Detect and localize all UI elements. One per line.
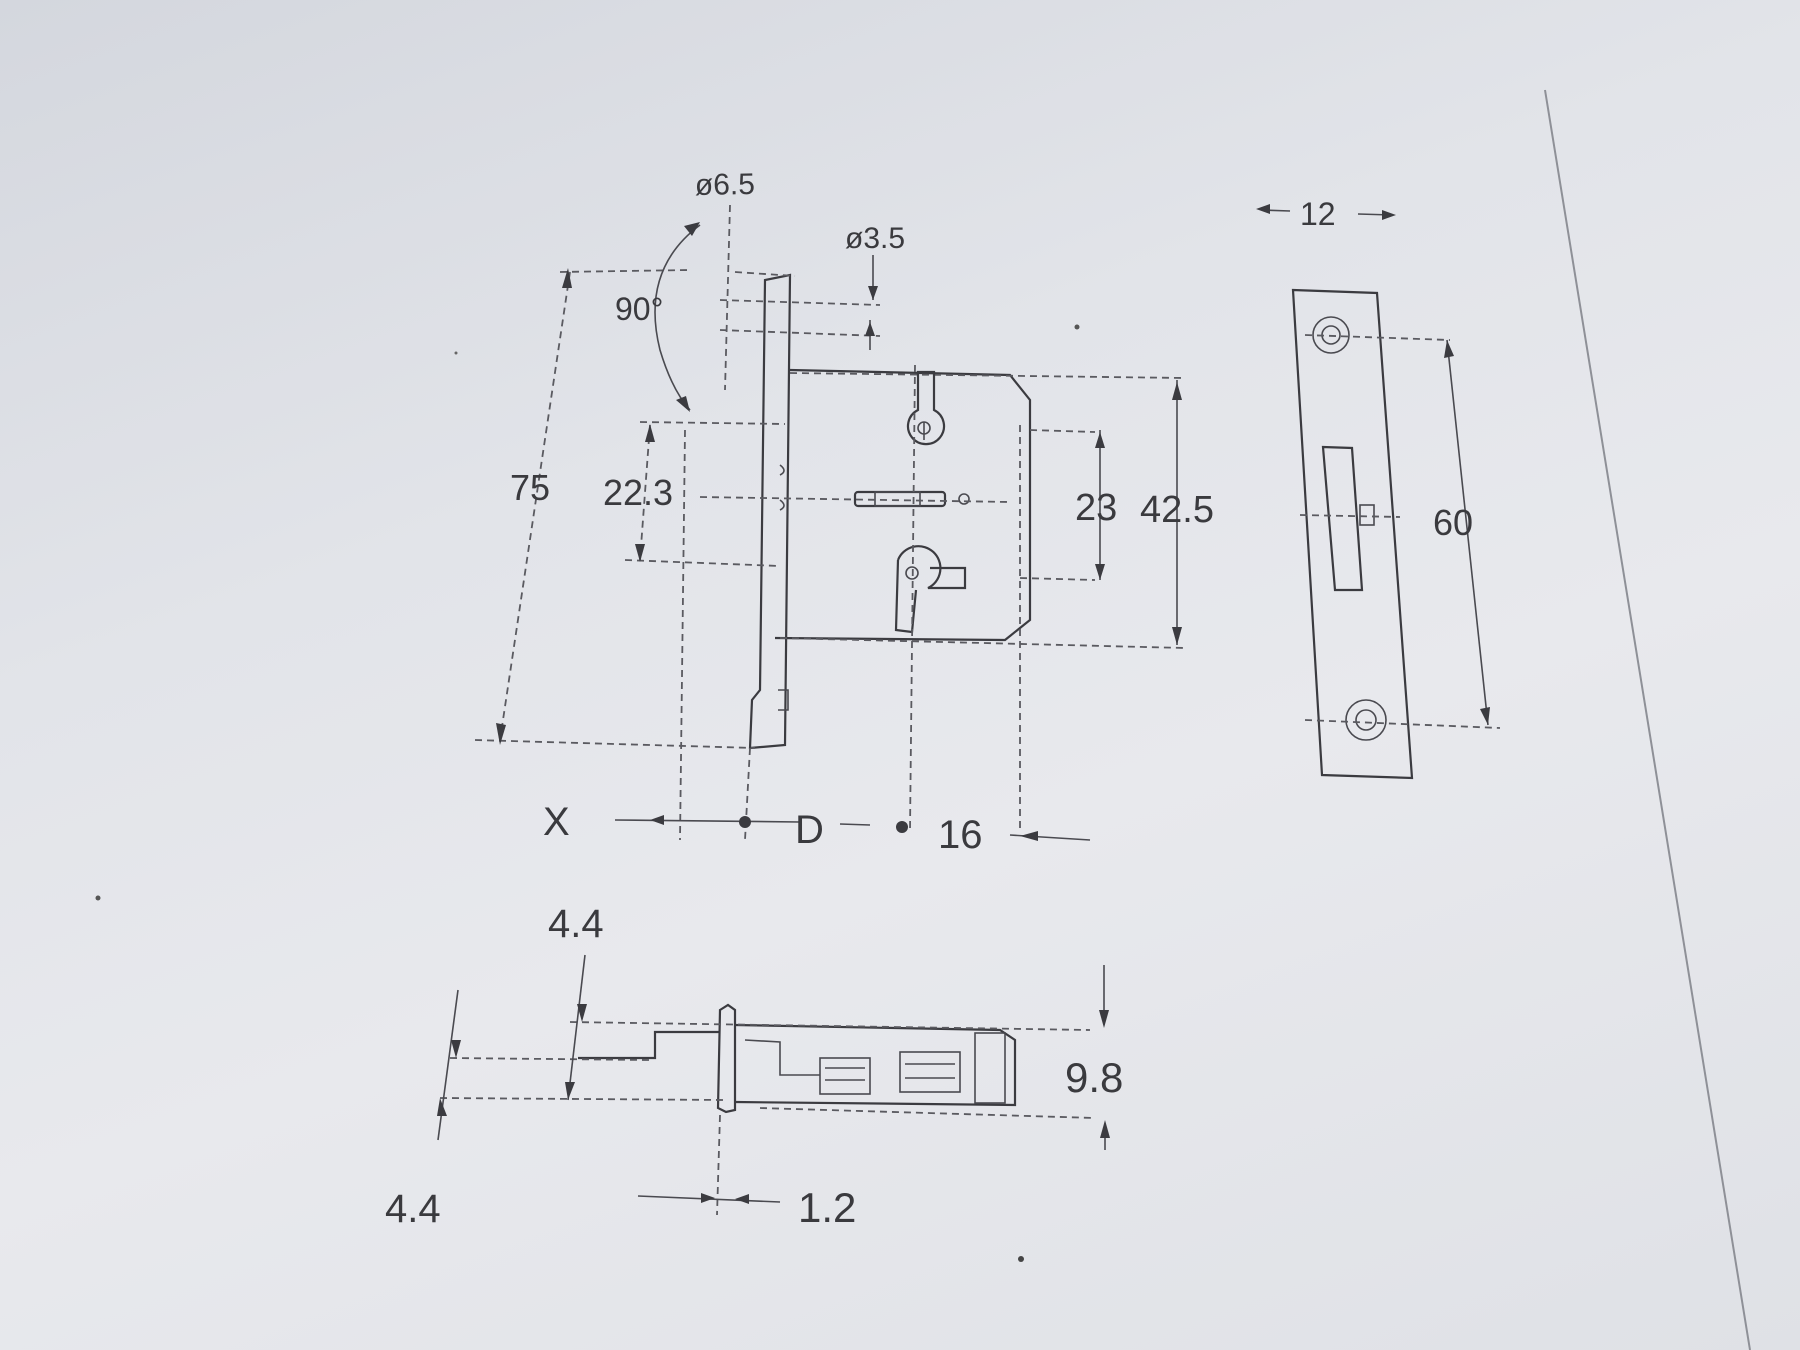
paper-edge bbox=[1544, 89, 1751, 1350]
lock-body-view bbox=[474, 204, 1186, 841]
label-1-2: 1.2 bbox=[798, 1184, 856, 1231]
label-4-4-bottom: 4.4 bbox=[385, 1187, 441, 1231]
label-12: 12 bbox=[1300, 196, 1336, 232]
label-22-3: 22.3 bbox=[603, 472, 673, 513]
label-16: 16 bbox=[938, 813, 983, 857]
faceplate-view bbox=[1256, 204, 1501, 780]
label-23: 23 bbox=[1075, 487, 1117, 529]
label-diameter-3-5: ø3.5 bbox=[845, 222, 905, 255]
label-60: 60 bbox=[1433, 502, 1473, 543]
label-x: X bbox=[543, 800, 570, 844]
label-42-5: 42.5 bbox=[1140, 489, 1214, 531]
label-9-8: 9.8 bbox=[1065, 1054, 1123, 1101]
label-angle-90: 90° bbox=[615, 291, 663, 327]
label-diameter-6-5: ø6.5 bbox=[695, 168, 756, 202]
label-height-75: 75 bbox=[510, 467, 550, 508]
bolt-view bbox=[437, 954, 1110, 1216]
label-4-4-top: 4.4 bbox=[548, 902, 604, 946]
label-d: D bbox=[795, 808, 824, 852]
